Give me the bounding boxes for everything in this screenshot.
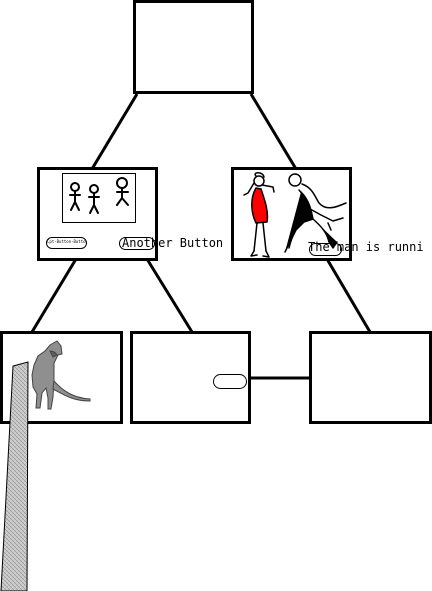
woman-in-red-dress-icon — [243, 172, 275, 258]
another-button[interactable] — [119, 237, 155, 250]
stick-figures-icon — [69, 177, 129, 214]
running-caption: The man is runni — [308, 241, 424, 254]
bottom-middle-node[interactable] — [130, 331, 251, 424]
small-button[interactable]: Cpt-Button-Button — [46, 237, 87, 249]
running-man-icon — [284, 173, 347, 253]
bottom-middle-button[interactable] — [213, 374, 247, 389]
mid-right-node[interactable] — [231, 167, 352, 261]
dog-figure-icon — [31, 340, 91, 410]
stick-figures-panel — [62, 173, 136, 223]
bottom-left-node[interactable] — [0, 331, 123, 424]
root-node[interactable] — [133, 0, 254, 94]
bottom-right-node[interactable] — [309, 331, 432, 424]
another-button-label: Another Button — [122, 236, 224, 250]
mid-left-node[interactable]: Cpt-Button-Button — [37, 167, 158, 261]
